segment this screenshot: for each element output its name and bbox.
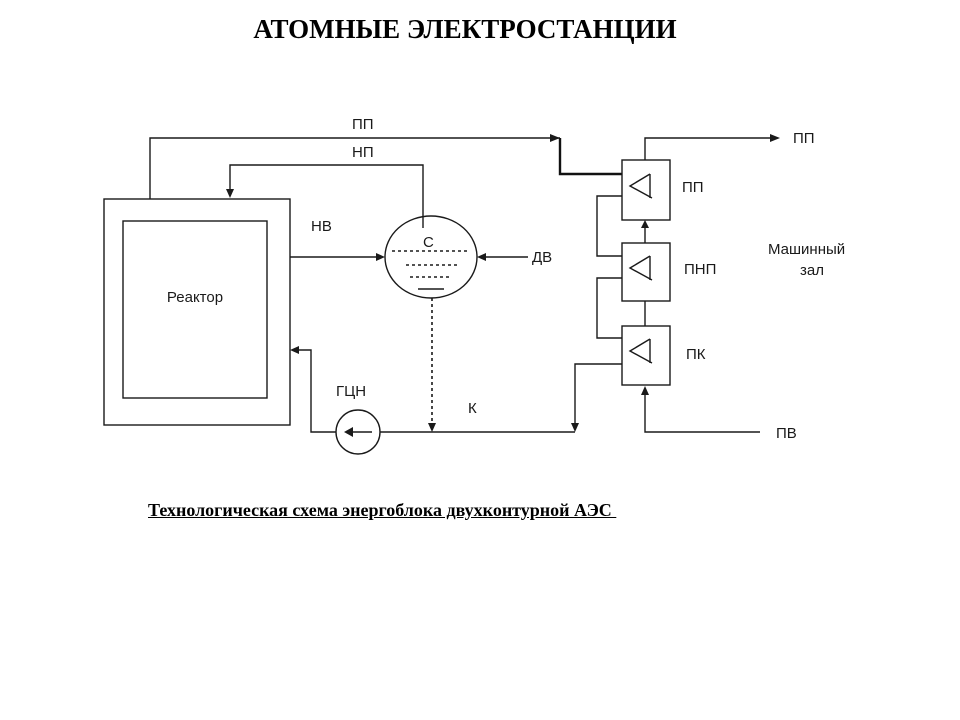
machine-hall-label-2: зал — [800, 262, 824, 279]
machine-hall-label-1: Машинный — [768, 241, 845, 258]
intermediate-superheater-pnp: ПНП — [621, 242, 716, 302]
pp-out-arrow-icon — [770, 134, 780, 142]
pp-to-pnp-bypass-line — [596, 195, 622, 257]
nv-arrow-icon — [376, 253, 385, 261]
np-arrow-icon — [226, 189, 234, 198]
pp-line-label: ПП — [352, 116, 374, 133]
pp-unit-label: ПП — [682, 179, 704, 196]
pump-to-reactor-arrow-icon — [290, 346, 299, 354]
pk-condensate-line — [574, 363, 622, 424]
reactor-label: Реактор — [167, 289, 223, 306]
np-line — [229, 164, 424, 228]
pump-to-reactor-line — [296, 349, 336, 433]
pump-arrow-icon — [344, 427, 353, 437]
pp-outlet-line — [644, 137, 770, 160]
pp-arrow-icon — [550, 134, 560, 142]
dv-label: ДВ — [532, 249, 552, 266]
pk-unit-box — [621, 325, 671, 386]
reactor-core — [122, 220, 268, 399]
np-line-label: НП — [352, 144, 374, 161]
pnp-to-pp-arrow-icon — [641, 220, 649, 228]
pnp-to-pk-bypass-line — [596, 277, 622, 339]
pk-coil-icon — [628, 338, 653, 364]
pnp-unit-label: ПНП — [684, 261, 716, 278]
superheater-pp: ПП — [621, 159, 704, 221]
separator-body — [384, 215, 478, 299]
steam-to-superheater-line — [558, 138, 622, 176]
main-circulation-pump: ГЦН — [335, 383, 381, 455]
k-label: К — [468, 400, 477, 417]
diagram-caption: Технологическая схема энергоблока двухко… — [148, 500, 617, 520]
pnp-unit-box — [621, 242, 671, 302]
downcomer-arrow-icon — [428, 423, 436, 432]
pnp-coil-icon — [628, 255, 653, 281]
separator-drum: С — [384, 215, 478, 299]
pv-label: ПВ — [776, 425, 797, 442]
pp-steam-line — [149, 137, 560, 199]
pp-unit-box — [621, 159, 671, 221]
reactor: Реактор — [103, 198, 291, 426]
steam-generator-pk: ПК — [621, 325, 706, 386]
pv-arrow-icon — [641, 386, 649, 395]
pp-coil-icon — [628, 173, 653, 199]
condensate-arrow-icon — [571, 423, 579, 432]
pk-unit-label: ПК — [686, 346, 706, 363]
gcn-label: ГЦН — [336, 383, 366, 400]
dv-arrow-icon — [477, 253, 486, 261]
page-title: АТОМНЫЕ ЭЛЕКТРОСТАНЦИИ — [253, 14, 677, 44]
pv-feedwater-line — [644, 392, 760, 433]
pp-out-label: ПП — [793, 130, 815, 147]
reactor-outer-vessel — [103, 198, 291, 426]
nv-label: НВ — [311, 218, 332, 235]
separator-label: С — [423, 234, 434, 251]
